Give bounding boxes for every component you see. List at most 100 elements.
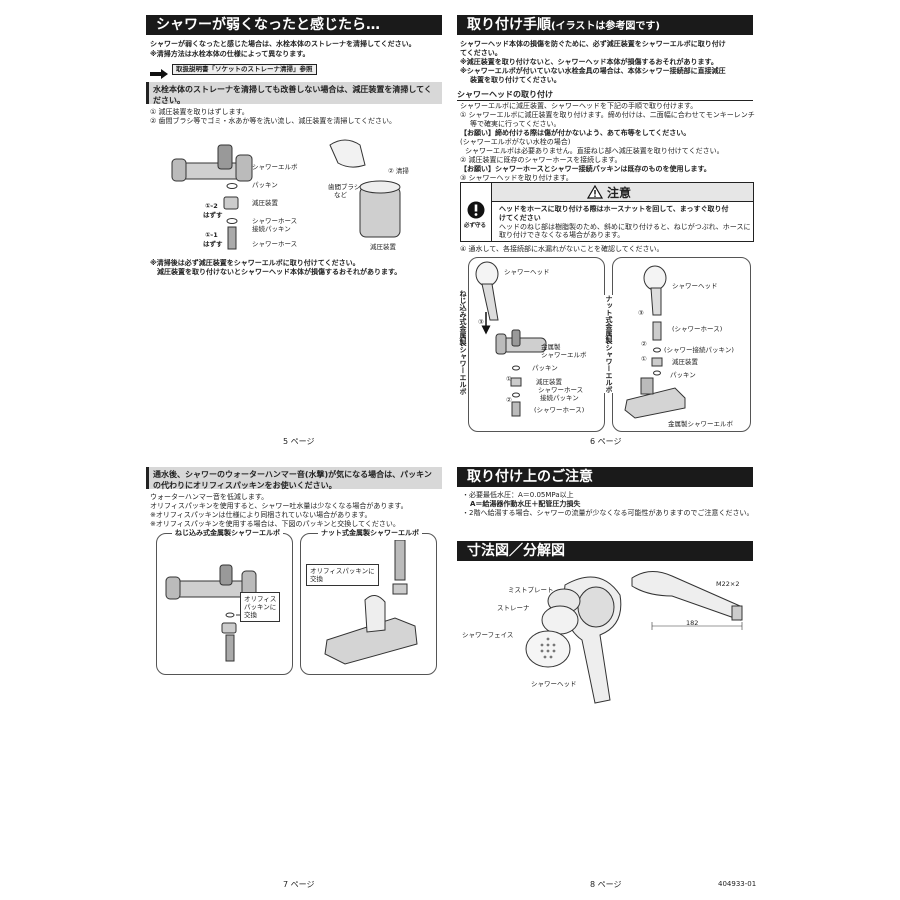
exploded-view-diagram xyxy=(525,576,622,704)
l6-reducer: 減圧装置 xyxy=(536,378,562,386)
p5-intro2: ※清掃方法は水栓本体の仕様によって異なります。 xyxy=(150,50,310,58)
dimension-diagram xyxy=(631,571,743,630)
p5-intro1: シャワーが弱くなったと感じた場合は、水栓本体のストレーナを清掃してください。 xyxy=(150,40,416,48)
label-strainer: ストレーナ xyxy=(497,604,530,612)
orifice-diagram-right xyxy=(324,540,418,665)
p5-note2: 減圧装置を取り付けないとシャワーヘッド本体が損傷するおそれがあります。 xyxy=(150,268,402,276)
orifice-callout-right: オリフィスパッキンに 交換 xyxy=(306,564,379,586)
p6-warn1: ヘッドをホースに取り付ける際はホースナットを回して、まっすぐ取り付 xyxy=(499,205,729,213)
label-remove-2: はずす xyxy=(203,240,223,248)
arrow-right-icon xyxy=(150,64,170,83)
orifice-text-3: 交換 xyxy=(244,611,257,619)
p6-s2: 【お願い】締め付ける際は傷が付かないよう、あて布等をしてください。 xyxy=(460,129,691,137)
orifice-r-text-2: 交換 xyxy=(310,575,323,583)
label-clean: ② 清掃 xyxy=(388,167,409,175)
p6-s8: ④ 通水して、各接続部に水漏れがないことを確認してください。 xyxy=(460,245,664,253)
p5-bar2: 水栓本体のストレーナを清掃しても改善しない場合は、減圧装置を清掃してください。 xyxy=(146,82,442,105)
r6-elbow: 金属製シャワーエルボ xyxy=(668,420,733,428)
label-step-1-2: ①-2 xyxy=(205,202,218,210)
page-number-6: 6 ページ xyxy=(590,437,622,446)
p6-intro1b: てください。 xyxy=(460,49,502,57)
p5-step1: ① 減圧装置を取りはずします。 xyxy=(150,108,249,116)
label-brush2: など xyxy=(334,191,347,199)
p6-warn2: ヘッドのねじ部は樹脂製のため、斜めに取り付けると、ねじがつぶれ、ホースに xyxy=(499,223,751,231)
l6-n2: ② xyxy=(506,396,512,404)
label-hose: シャワーホース xyxy=(252,240,298,248)
p6-subheading: シャワーヘッドの取り付け xyxy=(457,89,753,101)
l6-metal: 金属製 xyxy=(541,343,561,351)
orifice-r-text-1: オリフィスパッキンに xyxy=(310,567,375,575)
p8-c2: ・2階へ給湯する場合、シャワーの流量が少なくなる可能性がありますのでご注意くださ… xyxy=(462,509,754,517)
r6-head: シャワーヘッド xyxy=(672,282,718,290)
orifice-text-1: オリフィス xyxy=(244,595,277,603)
l6-hose: (シャワーホース) xyxy=(534,406,585,414)
p6-s0: シャワーエルボに減圧装置、シャワーヘッドを下記の手順で取り付けます。 xyxy=(460,102,698,110)
label-dimension: 182 xyxy=(686,619,699,627)
caution-title: 注意 xyxy=(607,186,632,200)
p6-intro3: ※シャワーエルボが付いていない水栓金具の場合は、本体シャワー接続部に直接減圧 xyxy=(460,67,726,75)
screw-elbow-vertical-label: ねじ込み式金属製シャワーエルボ xyxy=(458,290,468,395)
label-thread: M22×2 xyxy=(716,580,740,588)
warning-icon xyxy=(587,185,603,199)
p6-intro1: シャワーヘッド本体の損傷を防ぐために、必ず減圧装置をシャワーエルボに取り付け xyxy=(460,40,726,48)
l6-n3: ③ xyxy=(478,318,484,326)
label-hose-pack2: 接続パッキン xyxy=(252,225,291,233)
l6-n1: ① xyxy=(506,375,512,383)
p6-warn1b: けてください xyxy=(499,214,541,222)
label-mist-plate: ミストプレート xyxy=(508,586,554,594)
caution-box: 注意 必ず守る ヘッドをホースに取り付ける際はホースナットを回して、まっすぐ取り… xyxy=(460,182,754,242)
p7-l4: ※オリフィスパッキンを使用する場合は、下図のパッキンと交換してください。 xyxy=(150,520,400,528)
mandatory-label: 必ず守る xyxy=(464,223,487,229)
p6-intro2: ※減圧装置を取り付けないと、シャワーヘッド本体が損傷するおそれがあります。 xyxy=(460,58,718,66)
page8-title1: 取り付け上のご注意 xyxy=(457,467,753,487)
p8-c1: ・必要最低水圧：A＝0.05MPa以上 xyxy=(462,491,574,499)
head-install-diagram-left xyxy=(475,261,547,417)
page-number-8: 8 ページ xyxy=(590,880,622,889)
p7-left-box-title: ねじ込み式金属製シャワーエルボ xyxy=(172,528,283,538)
p8-c1b: A＝給湯器作動水圧＋配管圧力損失 xyxy=(470,500,581,508)
l6-elbow: シャワーエルボ xyxy=(541,351,587,359)
faucet-diagram xyxy=(171,139,401,250)
label-reducer: 減圧装置 xyxy=(252,199,278,207)
mandatory-icon xyxy=(467,201,485,219)
label-elbow: シャワーエルボ xyxy=(252,163,298,171)
page-number-7: 7 ページ xyxy=(283,880,315,889)
label-packing: パッキン xyxy=(252,181,278,189)
l6-packing: パッキン xyxy=(532,364,558,372)
l6-head: シャワーヘッド xyxy=(504,268,550,276)
p6-s1: ① シャワーエルボに減圧装置を取り付けます。締め付けは、二面幅に合わせてモンキー… xyxy=(460,111,755,119)
p7-l3: ※オリフィスパッキンは仕様により同梱されていない場合があります。 xyxy=(150,511,372,519)
r6-packing: パッキン xyxy=(670,371,696,379)
orifice-diagram-left xyxy=(165,564,257,662)
page6-title-small: (イラストは参考図です) xyxy=(551,21,660,32)
caution-divider xyxy=(491,183,492,241)
p7-right-box-title: ナット式金属製シャワーエルボ xyxy=(318,528,422,538)
r6-n3: ③ xyxy=(638,309,644,317)
p7-bar: 通水後、シャワーのウォーターハンマー音(水撃)が気になる場合は、パッキンの代わり… xyxy=(146,467,442,490)
page6-title: 取り付け手順(イラストは参考図です) xyxy=(457,15,753,35)
p6-warn2b: 取り付けできなくなる場合があります。 xyxy=(499,231,625,239)
caution-header xyxy=(491,183,753,202)
label-face: シャワーフェイス xyxy=(462,631,514,639)
p6-s7: ③ シャワーヘッドを取り付けます。 xyxy=(460,174,573,182)
page-number-5: 5 ページ xyxy=(283,437,315,446)
r6-reducer: 減圧装置 xyxy=(672,358,698,366)
l6-hosepack1: シャワーホース xyxy=(538,386,584,394)
label-head: シャワーヘッド xyxy=(531,680,577,688)
p5-note1: ※清掃後は必ず減圧装置をシャワーエルボに取り付けてください。 xyxy=(150,259,360,267)
p6-s5: ② 減圧装置に既存のシャワーホースを接続します。 xyxy=(460,156,622,164)
l6-hosepack2: 接続パッキン xyxy=(540,394,579,402)
p6-s6: 【お願い】シャワーホースとシャワー接続パッキンは既存のものを使用します。 xyxy=(460,165,711,173)
label-remove-1: はずす xyxy=(203,211,223,219)
r6-n1: ① xyxy=(641,355,647,363)
page6-title-main: 取り付け手順 xyxy=(467,17,551,33)
nut-elbow-vertical-label: ナット式金属製シャワーエルボ xyxy=(604,295,614,393)
r6-n2: ② xyxy=(641,340,647,348)
orifice-text-2: パッキンに xyxy=(244,603,277,611)
p6-intro3b: 装置を取り付けてください。 xyxy=(470,76,561,84)
p6-s1b: 等で確実に行ってください。 xyxy=(470,120,561,128)
label-brush1: 歯間ブラシ xyxy=(328,183,361,191)
reference-label: 取扱説明書「ソケットのストレーナ清掃」参照 xyxy=(172,64,317,75)
head-install-diagram-right xyxy=(624,265,686,419)
page8-title2: 寸法図／分解図 xyxy=(457,541,753,561)
